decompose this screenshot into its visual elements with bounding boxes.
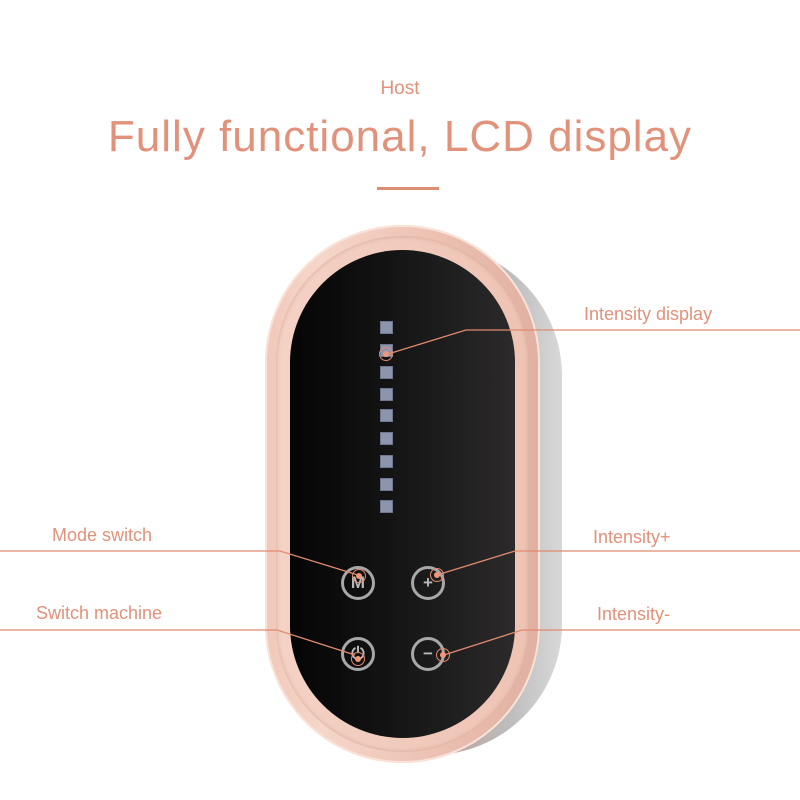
callout-marker-intensity-display xyxy=(379,347,393,361)
callout-label-switch-machine: Switch machine xyxy=(36,603,163,623)
intensity-segment xyxy=(380,500,393,513)
intensity-segment xyxy=(380,409,393,422)
plus-icon: + xyxy=(423,573,433,592)
section-subtitle: Host xyxy=(380,78,420,99)
intensity-segment xyxy=(380,432,393,445)
minus-icon: − xyxy=(423,644,433,663)
callout-label-intensity-minus: Intensity- xyxy=(597,604,671,624)
intensity-segment xyxy=(380,455,393,468)
lcd-screen xyxy=(290,250,515,738)
callout-label-intensity-display: Intensity display xyxy=(584,304,713,324)
callout-marker-minus xyxy=(436,648,450,662)
intensity-segment xyxy=(380,366,393,379)
intensity-segment xyxy=(380,321,393,334)
intensity-segment xyxy=(380,478,393,491)
intensity-segment xyxy=(380,388,393,401)
intensity-plus-button[interactable]: + xyxy=(411,566,445,600)
title-underline-divider xyxy=(377,187,439,190)
callout-marker-power xyxy=(351,652,365,666)
callout-label-mode-switch: Mode switch xyxy=(52,525,153,545)
callout-marker-plus xyxy=(430,568,444,582)
page-title: Fully functional, LCD display xyxy=(107,112,693,161)
callout-marker-mode xyxy=(352,569,366,583)
callout-label-intensity-plus: Intensity+ xyxy=(593,527,671,547)
